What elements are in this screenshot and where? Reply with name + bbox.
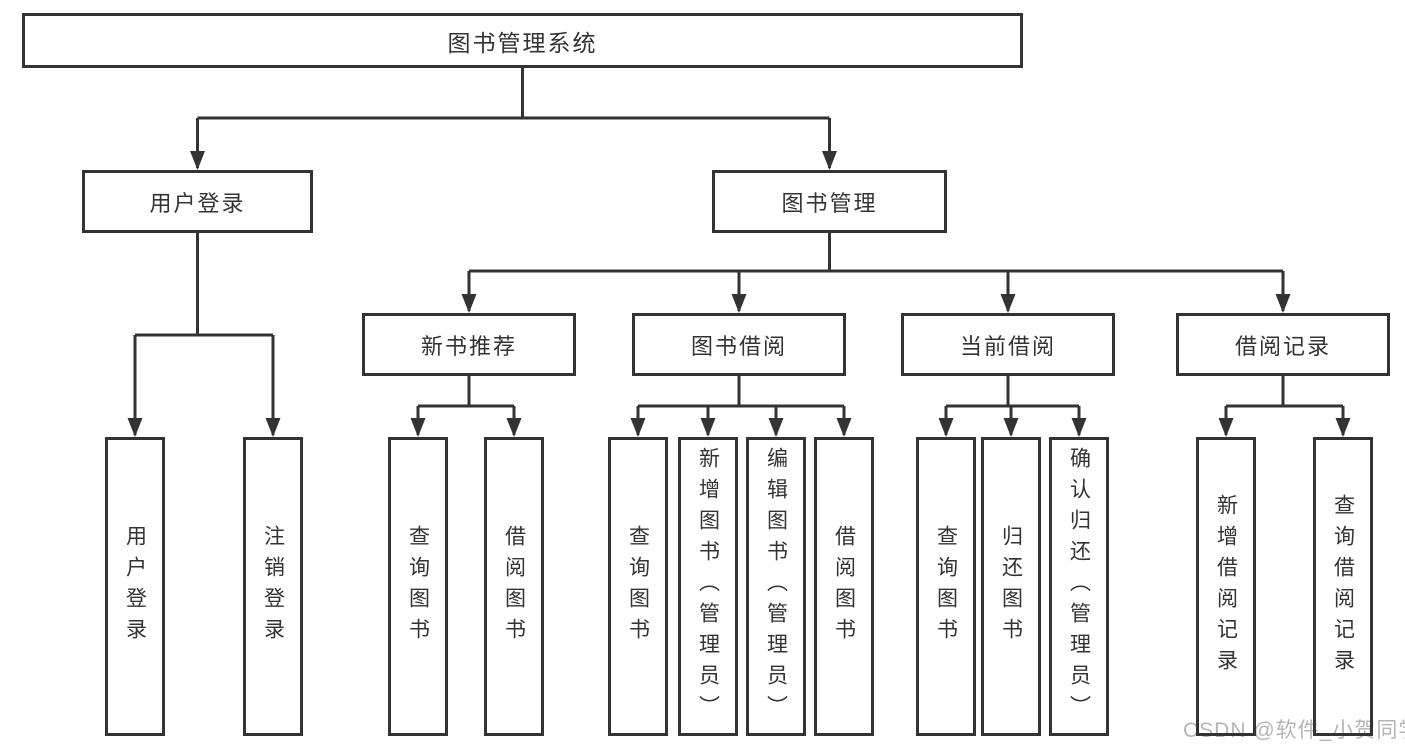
leaf-query-books-recommend: 查询图书: [388, 437, 448, 736]
leaf-query-books-borrowing: 查询图书: [608, 437, 668, 736]
node-book-borrowing: 图书借阅: [632, 313, 846, 376]
leaf-confirm-return-admin-label: 确认归还（管理员）: [1067, 447, 1091, 726]
leaf-edit-book-admin-label: 编辑图书（管理员）: [764, 447, 788, 726]
leaf-query-borrow-record-label: 查询借阅记录: [1331, 493, 1355, 680]
watermark-text: CSDN @软件_小贺同学: [1183, 719, 1405, 742]
leaf-add-book-admin-label: 新增图书（管理员）: [696, 447, 720, 726]
leaf-confirm-return-admin: 确认归还（管理员）: [1049, 437, 1109, 736]
leaf-user-login-label: 用户登录: [123, 524, 147, 649]
leaf-borrow-books-recommend-label: 借阅图书: [502, 524, 526, 649]
leaf-query-books-current: 查询图书: [916, 437, 976, 736]
node-new-book-recommendation: 新书推荐: [362, 313, 576, 376]
leaf-logout-label: 注销登录: [261, 524, 285, 649]
leaf-add-borrow-record: 新增借阅记录: [1196, 437, 1256, 736]
leaf-add-book-admin: 新增图书（管理员）: [678, 437, 738, 736]
leaf-logout: 注销登录: [243, 437, 303, 736]
node-current-borrowing: 当前借阅: [901, 313, 1115, 376]
leaf-query-books-current-label: 查询图书: [934, 524, 958, 649]
leaf-return-books: 归还图书: [981, 437, 1041, 736]
leaf-query-borrow-record: 查询借阅记录: [1313, 437, 1373, 736]
node-book-management: 图书管理: [712, 170, 947, 233]
leaf-user-login: 用户登录: [105, 437, 165, 736]
leaf-add-borrow-record-label: 新增借阅记录: [1214, 493, 1238, 680]
leaf-borrow-books-recommend: 借阅图书: [484, 437, 544, 736]
leaf-borrow-books: 借阅图书: [814, 437, 874, 736]
leaf-query-books-borrowing-label: 查询图书: [626, 524, 650, 649]
leaf-return-books-label: 归还图书: [999, 524, 1023, 649]
node-library-management-system: 图书管理系统: [22, 13, 1023, 68]
node-borrowing-records: 借阅记录: [1176, 313, 1390, 376]
node-user-login: 用户登录: [82, 170, 313, 233]
leaf-query-books-recommend-label: 查询图书: [406, 524, 430, 649]
leaf-borrow-books-label: 借阅图书: [832, 524, 856, 649]
leaf-edit-book-admin: 编辑图书（管理员）: [746, 437, 806, 736]
